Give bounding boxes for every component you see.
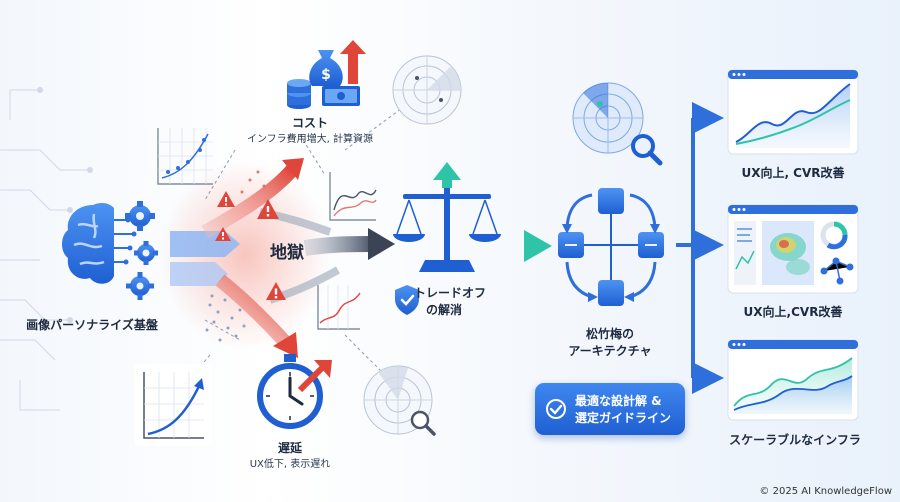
cost-title: コスト bbox=[291, 116, 328, 130]
chart-icon-topleft bbox=[157, 128, 213, 185]
check-icon bbox=[546, 399, 566, 419]
circuit-lines bbox=[0, 87, 93, 411]
center-hell-label: 地獄 bbox=[270, 243, 304, 263]
gear-icon bbox=[134, 241, 158, 265]
tradeoff-line1: トレードオフ bbox=[414, 286, 487, 300]
money-bag-icon: $ bbox=[309, 50, 343, 86]
arrow-to-latency bbox=[215, 274, 291, 347]
chart-icon-mid bbox=[329, 172, 377, 221]
chart-icon-lower bbox=[317, 285, 361, 330]
latency-subtitle: UX低下, 表示遅れ bbox=[249, 459, 331, 470]
arrow-to-cost bbox=[201, 165, 298, 239]
gear-icon bbox=[126, 272, 154, 300]
outcome-chart-1 bbox=[727, 69, 859, 155]
outcome-label-1: UX向上, CVR改善 bbox=[741, 166, 845, 180]
warning-icon bbox=[257, 199, 279, 219]
warning-icon bbox=[217, 191, 235, 207]
radar-icon bbox=[392, 55, 462, 125]
guideline-badge: 最適な設計解 & 選定ガイドライン bbox=[535, 383, 685, 435]
scatter-dots bbox=[205, 170, 266, 342]
warning-icon bbox=[215, 227, 231, 241]
cost-up-arrow-icon bbox=[340, 40, 366, 84]
copyright-footer: © 2025 AI KnowledgeFlow bbox=[759, 486, 892, 497]
arrow-to-scale bbox=[303, 236, 373, 256]
radar-icon bbox=[572, 82, 644, 154]
stopwatch-icon bbox=[257, 354, 323, 429]
danger-glow bbox=[160, 160, 330, 350]
svg-text:$: $ bbox=[321, 67, 331, 83]
platform-label: 画像パーソナライズ基盤 bbox=[26, 318, 158, 332]
architecture-line2: アーキテクチャ bbox=[568, 344, 652, 358]
cost-subtitle: インフラ費用増大, 計算資源 bbox=[246, 134, 374, 145]
latency-up-arrow-icon bbox=[297, 360, 332, 393]
guideline-line1: 最適な設計解 & bbox=[575, 394, 662, 408]
outcome-dashboard-2 bbox=[727, 204, 859, 294]
magnifier-icon bbox=[631, 134, 663, 166]
growth-chart-icon bbox=[134, 364, 212, 446]
architecture-cycle-icon bbox=[558, 188, 664, 306]
banknote-icon bbox=[322, 86, 360, 106]
outcome-chart-3 bbox=[727, 339, 859, 421]
branch-arrows bbox=[676, 102, 724, 394]
shield-check-icon bbox=[395, 285, 419, 315]
guideline-line2: 選定ガイドライン bbox=[575, 411, 672, 425]
outcome-label-2: UX向上,CVR改善 bbox=[743, 305, 843, 319]
coins-icon bbox=[287, 79, 311, 109]
outcome-label-3: スケーラブルなインフラ bbox=[729, 433, 861, 447]
scale-icon bbox=[393, 162, 501, 272]
architecture-line1: 松竹梅の bbox=[585, 327, 634, 341]
brain-icon bbox=[62, 203, 137, 284]
magnifier-icon bbox=[410, 410, 436, 436]
warning-icon bbox=[266, 282, 286, 300]
latency-title: 遅延 bbox=[277, 441, 302, 455]
tradeoff-line2: の解消 bbox=[426, 303, 463, 317]
gear-icon bbox=[125, 201, 155, 231]
